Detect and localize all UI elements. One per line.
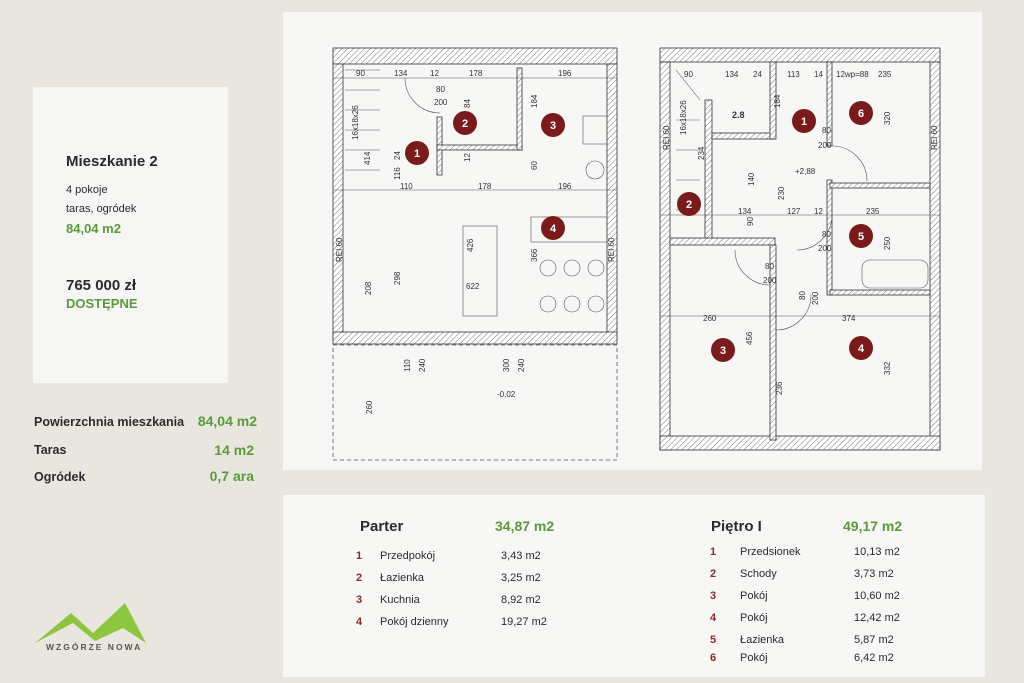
ground-floor-total: 34,87 m2 (495, 518, 555, 534)
room-area: 19,27 m2 (501, 616, 547, 628)
room-area: 8,92 m2 (501, 594, 541, 606)
room-number: 3 (710, 590, 717, 602)
room-name: Schody (740, 568, 777, 580)
stat-value: 14 m2 (214, 442, 254, 458)
room-name: Łazienka (380, 572, 425, 584)
stat-value: 0,7 ara (209, 468, 254, 484)
stat-value: 84,04 m2 (197, 413, 257, 429)
ground-floor-title: Parter (360, 518, 404, 535)
room-number: 5 (710, 634, 717, 646)
room-name: Pokój dzienny (380, 616, 449, 628)
room-name: Kuchnia (380, 594, 420, 606)
room-number: 4 (356, 616, 363, 628)
apartment-summary-card: Mieszkanie 2 4 pokoje taras, ogródek 84,… (33, 87, 228, 383)
first-floor-total: 49,17 m2 (843, 518, 903, 534)
room-area: 12,42 m2 (854, 612, 900, 624)
room-number: 3 (356, 594, 363, 606)
room-name: Przedsionek (740, 546, 801, 558)
room-number: 2 (356, 572, 363, 584)
stat-label: Ogródek (34, 470, 86, 484)
floor-plans-panel (283, 12, 982, 470)
room-area: 5,87 m2 (854, 634, 894, 646)
room-area: 3,25 m2 (501, 572, 541, 584)
stat-label: Powierzchnia mieszkania (34, 415, 185, 429)
room-number: 6 (710, 652, 717, 664)
room-number: 1 (356, 550, 363, 562)
stat-label: Taras (34, 443, 67, 457)
room-name: Pokój (740, 612, 768, 624)
room-area: 10,13 m2 (854, 546, 900, 558)
room-area: 3,73 m2 (854, 568, 894, 580)
status-badge: DOSTĘPNE (66, 296, 138, 311)
apartment-title: Mieszkanie 2 (66, 153, 158, 170)
brand-logo-icon (35, 603, 146, 643)
apartment-price: 765 000 zł (66, 277, 137, 294)
room-name: Pokój (740, 652, 768, 664)
room-number: 4 (710, 612, 717, 624)
rooms-count: 4 pokoje (66, 184, 108, 196)
room-name: Przedpokój (380, 550, 436, 562)
first-floor-title: Piętro I (711, 518, 762, 535)
room-area: 3,43 m2 (501, 550, 541, 562)
room-number: 2 (710, 568, 717, 580)
room-name: Pokój (740, 590, 768, 602)
room-area: 10,60 m2 (854, 590, 900, 602)
brand-name: WZGÓRZE NOWA (46, 642, 143, 652)
room-number: 1 (710, 546, 717, 558)
apartment-area: 84,04 m2 (66, 221, 121, 236)
apartment-extras: taras, ogródek (66, 203, 137, 215)
room-name: Łazienka (740, 634, 785, 646)
room-area: 6,42 m2 (854, 652, 894, 664)
